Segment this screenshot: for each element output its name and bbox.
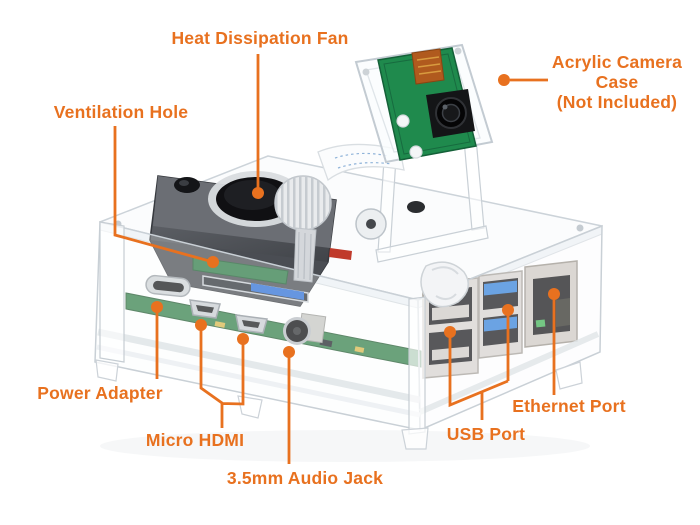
dot-audio [283, 346, 295, 358]
label-ethernet-port: Ethernet Port [512, 396, 626, 416]
dot-ethernet [548, 288, 560, 300]
audio-jack-port [283, 312, 327, 345]
dot-usb-1 [444, 326, 456, 338]
leader-micro-hdmi [199, 327, 245, 428]
leader-ventilation [113, 126, 214, 264]
label-audio-jack: 3.5mm Audio Jack [226, 468, 384, 488]
label-usb-port: USB Port [446, 424, 526, 444]
label-heat-dissipation-fan: Heat Dissipation Fan [171, 28, 349, 48]
ground-shadow [100, 430, 590, 462]
camera-stand [329, 137, 489, 308]
acrylic-case-faces [94, 221, 603, 435]
dot-micro-hdmi-2 [237, 333, 249, 345]
camera-ribbon-cable [274, 143, 405, 283]
dot-micro-hdmi-1 [195, 319, 207, 331]
dot-power [151, 301, 163, 313]
dot-usb-2 [502, 304, 514, 316]
label-power-adapter: Power Adapter [37, 383, 163, 403]
leader-usb [448, 312, 510, 420]
camera-module [377, 47, 477, 161]
label-acrylic-camera-case: Acrylic Camera Case (Not Included) [552, 52, 682, 112]
label-acrylic-camera-case-line3: (Not Included) [556, 92, 678, 112]
label-acrylic-camera-case-line2: Case [595, 72, 639, 92]
label-micro-hdmi: Micro HDMI [145, 430, 245, 450]
usb-c-power-port [145, 274, 191, 298]
marker-dots [151, 74, 560, 358]
flex-connector [411, 48, 445, 85]
display-slot [202, 275, 309, 303]
micro-hdmi-port-2 [235, 314, 268, 334]
red-sticker [329, 248, 352, 260]
dot-heat-fan [252, 187, 264, 199]
label-acrylic-camera-case-line1: Acrylic Camera [551, 52, 683, 72]
leader-lines [113, 54, 556, 464]
micro-hdmi-port-1 [189, 299, 221, 319]
ethernet-port-block [524, 260, 578, 348]
dot-camera-case [498, 74, 510, 86]
label-ventilation-hole: Ventilation Hole [53, 102, 189, 122]
dot-ventilation [207, 256, 219, 268]
